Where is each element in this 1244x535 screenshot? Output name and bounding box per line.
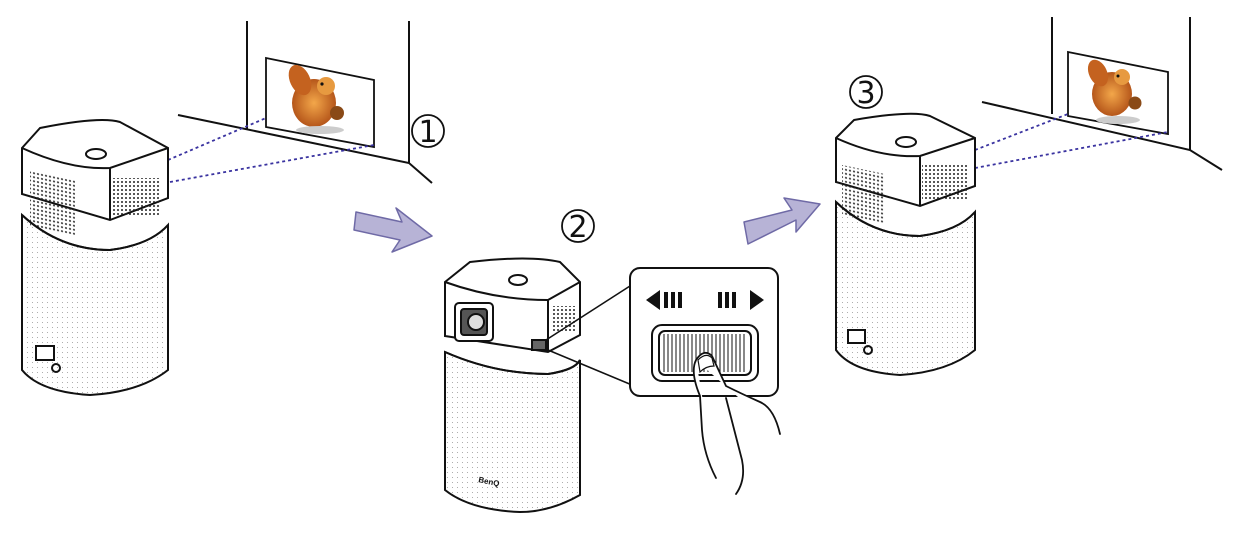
brand-logo: BenQ <box>478 475 501 488</box>
step-3-label: 3 <box>856 76 875 111</box>
step-2-badge: 2 <box>561 209 595 245</box>
step-2-label: 2 <box>568 210 587 245</box>
step-1-badge: 1 <box>411 114 445 150</box>
squirrel-image <box>288 64 344 134</box>
finger-icon <box>692 351 781 495</box>
step-1-label: 1 <box>418 115 437 150</box>
projection-beam <box>167 117 375 183</box>
step-3-scene: 3 <box>835 17 1223 377</box>
direction-arrow-icon <box>353 207 433 253</box>
focus-slider-icon <box>629 267 779 397</box>
projector-icon: BenQ <box>444 257 581 514</box>
squirrel-image <box>1087 59 1142 124</box>
callout-lines <box>545 285 633 386</box>
step-2-scene: 2 BenQ <box>444 209 781 514</box>
projection-beam <box>974 113 1169 169</box>
projector-icon <box>21 119 169 397</box>
projector-icon <box>835 112 976 377</box>
step-3-badge: 3 <box>849 75 883 111</box>
direction-arrow-icon <box>743 197 821 245</box>
step-1-scene: 1 <box>21 21 445 397</box>
